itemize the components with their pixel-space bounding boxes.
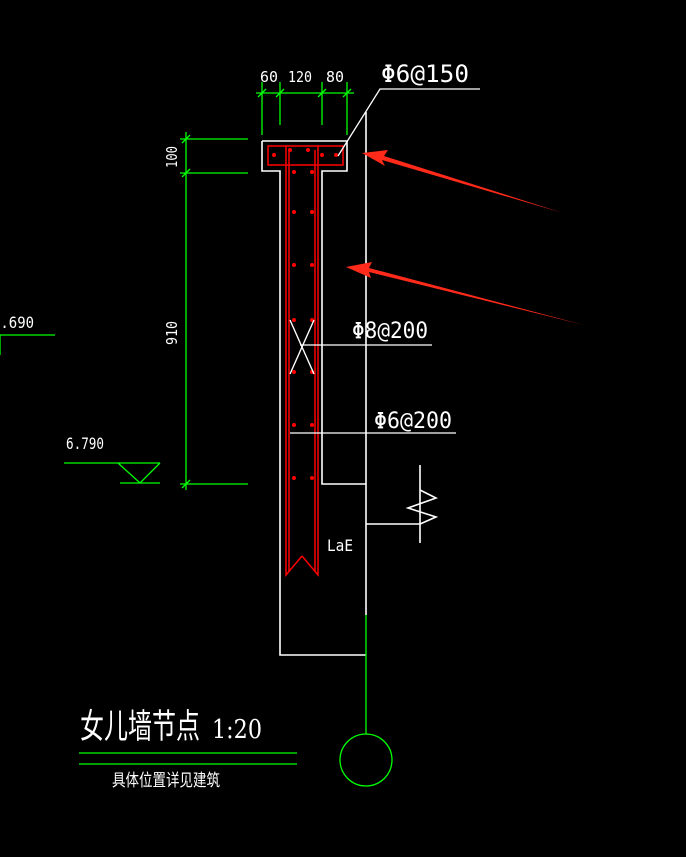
dimension-lines xyxy=(0,82,393,787)
vertical-bar-right xyxy=(301,146,319,578)
cap-stirrup-label: Φ6@150 xyxy=(381,60,469,88)
anchorage-label: LaE xyxy=(327,536,353,555)
vertical-bars-label: Φ8@200 xyxy=(352,319,428,344)
elevation-left: 2.690 xyxy=(0,313,34,332)
detail-title: 女儿墙节点 xyxy=(80,707,200,747)
dim-60: 60 xyxy=(260,68,278,86)
cap-stirrup xyxy=(267,145,344,166)
rebar-dots xyxy=(272,148,338,480)
break-line xyxy=(405,489,439,525)
dim-100: 100 xyxy=(163,146,181,168)
arrow-upper xyxy=(362,150,563,213)
vertical-bar-left xyxy=(285,146,303,578)
section-cross xyxy=(289,319,315,375)
arrow-lower xyxy=(346,262,584,325)
detail-scale: 1:20 xyxy=(212,715,262,745)
slab-edge xyxy=(365,112,439,615)
top-dimension-labels: 60 120 80 xyxy=(260,68,344,86)
parapet-outline xyxy=(261,140,366,656)
detail-note: 具体位置详见建筑 xyxy=(112,771,220,791)
dim-120: 120 xyxy=(288,68,312,86)
horizontal-bars-label: Φ6@200 xyxy=(374,409,452,434)
dim-910: 910 xyxy=(163,321,181,345)
leader-lines xyxy=(290,88,480,434)
elevation-roof: 6.790 xyxy=(66,434,104,453)
rebar-cage xyxy=(267,145,344,578)
dim-80: 80 xyxy=(326,68,344,86)
annotation-arrows xyxy=(346,150,584,325)
